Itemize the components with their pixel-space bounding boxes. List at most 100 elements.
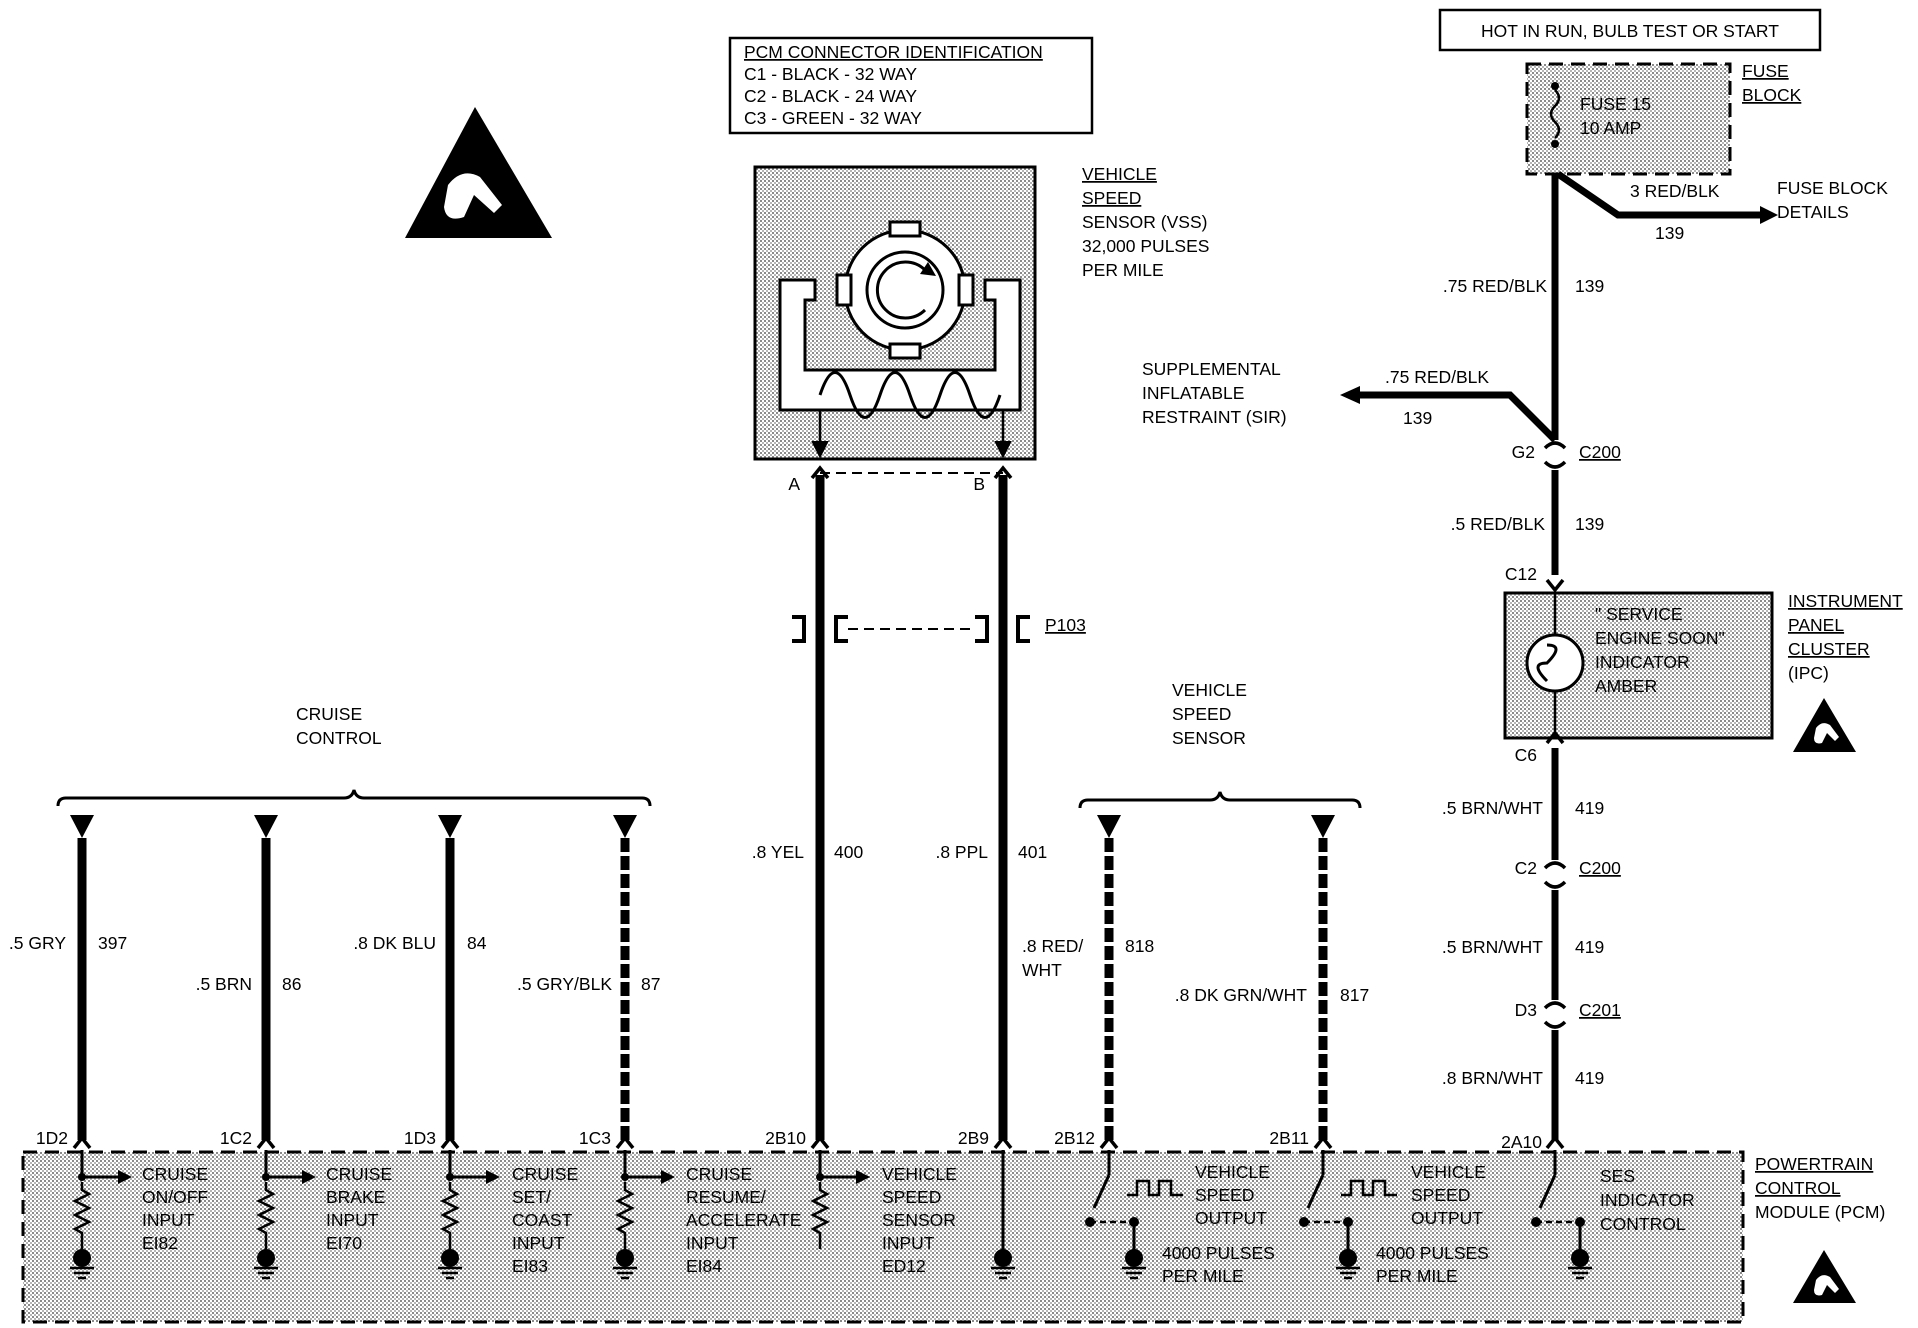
func-818: VEHICLE <box>1195 1162 1270 1182</box>
func-397-2: ON/OFF <box>142 1187 208 1207</box>
circuit-84: 84 <box>467 933 487 953</box>
ground-icon <box>1336 1266 1360 1280</box>
resistor-icon <box>440 1182 460 1249</box>
func-84-3: COAST <box>512 1210 573 1230</box>
switch-icon <box>1092 1174 1111 1209</box>
func-400-4: INPUT <box>882 1233 935 1253</box>
connector-id-c2: C2 - BLACK - 24 WAY <box>744 86 917 106</box>
output-circuit-818: VEHICLE SPEED OUTPUT 4000 PULSES PER MIL… <box>1085 1150 1275 1286</box>
vss-leads: A B P103 <box>788 465 1086 1140</box>
func-ses-2: INDICATOR <box>1600 1190 1695 1210</box>
func-87-3: ACCELERATE <box>686 1210 801 1230</box>
func-86-4: EI70 <box>326 1233 362 1253</box>
ground-icon <box>1568 1266 1592 1280</box>
resistor-icon <box>72 1182 92 1249</box>
fuse-details-label: FUSE BLOCK <box>1777 178 1888 198</box>
ses-feed-wire: C6 .5 BRN/WHT 419 C2 C200 .5 BRN/WHT 419… <box>1442 730 1621 1152</box>
ses-circuit-3: 419 <box>1575 1068 1604 1088</box>
func-87-5: EI84 <box>686 1256 722 1276</box>
pin-g2: G2 <box>1512 442 1535 462</box>
input-circuit-400: VEHICLE SPEED SENSOR INPUT ED12 <box>810 1150 957 1276</box>
pcm-name-3: MODULE (PCM) <box>1755 1202 1885 1222</box>
func-817-3: OUTPUT <box>1411 1208 1483 1228</box>
func-ses: SES <box>1600 1166 1635 1186</box>
func-84-2: SET/ <box>512 1187 551 1207</box>
vss-name: VEHICLE <box>1082 164 1157 184</box>
resistor-icon <box>810 1182 830 1249</box>
fuse-block-details-branch: 3 RED/BLK 139 FUSE BLOCK DETAILS <box>1556 171 1888 243</box>
output-circuit-ses: SES INDICATOR CONTROL <box>1531 1150 1695 1280</box>
func-87-4: INPUT <box>686 1233 739 1253</box>
func-400-3: SENSOR <box>882 1210 956 1230</box>
power-circuit-top: 139 <box>1575 276 1604 296</box>
pin-2b11: 2B11 <box>1269 1128 1309 1148</box>
ses-circuit-2: 419 <box>1575 937 1604 957</box>
func-818-2: SPEED <box>1195 1185 1254 1205</box>
func-400-5: ED12 <box>882 1256 926 1276</box>
pulse-icon <box>1341 1179 1397 1197</box>
func-86-3: INPUT <box>326 1210 379 1230</box>
connector-c201-icon <box>1543 1001 1567 1029</box>
ground-icon <box>991 1266 1015 1280</box>
fuse-name: FUSE 15 <box>1580 94 1651 114</box>
cruise-wire-397 <box>70 815 94 1150</box>
vss-pin-b: B <box>973 474 985 494</box>
vss-lead-pcm-pins <box>810 1135 1013 1150</box>
wire-color-84: .8 DK BLU <box>353 933 436 953</box>
pulse-817: 4000 PULSES <box>1376 1243 1489 1263</box>
pin-1d3: 1D3 <box>404 1128 436 1148</box>
pin-c2: C2 <box>1515 858 1537 878</box>
connector-p103-icon <box>792 615 848 643</box>
connector-p103: P103 <box>1045 615 1086 635</box>
input-circuit-397: CRUISE ON/OFF INPUT EI82 <box>70 1150 208 1280</box>
ipc-name-4: (IPC) <box>1788 663 1829 683</box>
wire-color-817: .8 DK GRN/WHT <box>1175 985 1308 1005</box>
vss-group-label-2: SPEED <box>1172 704 1231 724</box>
fuse-icon <box>1549 89 1561 139</box>
pulse-818-2: PER MILE <box>1162 1266 1244 1286</box>
circuit-817: 817 <box>1340 985 1369 1005</box>
vss-spec: 32,000 PULSES <box>1082 236 1209 256</box>
pin-1d2: 1D2 <box>36 1128 68 1148</box>
instrument-panel-cluster: " SERVICE ENGINE SOON" INDICATOR AMBER I… <box>1503 591 1903 740</box>
vss-name-2: SPEED <box>1082 188 1141 208</box>
sir-circuit: 139 <box>1403 408 1432 428</box>
pin-c6: C6 <box>1515 745 1537 765</box>
func-397-3: INPUT <box>142 1210 195 1230</box>
pin-2b9: 2B9 <box>958 1128 989 1148</box>
powertrain-control-module: POWERTRAIN CONTROL MODULE (PCM) <box>21 1150 1885 1324</box>
switch-icon <box>1538 1174 1557 1209</box>
ground-icon <box>70 1266 94 1280</box>
vss-spec-2: PER MILE <box>1082 260 1164 280</box>
connector-id-c1: C1 - BLACK - 32 WAY <box>744 64 917 84</box>
vss-group-label-3: SENSOR <box>1172 728 1246 748</box>
func-400-2: SPEED <box>882 1187 941 1207</box>
ses-circuit-1: 419 <box>1575 798 1604 818</box>
pulse-818: 4000 PULSES <box>1162 1243 1275 1263</box>
wire-labels: .5 GRY 397 .5 BRN 86 .8 DK BLU 84 .5 GRY… <box>9 842 1369 1005</box>
ipc-name: INSTRUMENT <box>1788 591 1903 611</box>
power-label-box: HOT IN RUN, BULB TEST OR START <box>1438 8 1822 52</box>
ses-indicator-label-2: ENGINE SOON" <box>1595 628 1725 648</box>
circuit-397: 397 <box>98 933 127 953</box>
func-84: CRUISE <box>512 1164 578 1184</box>
sir-wire: .75 RED/BLK <box>1385 367 1489 387</box>
vss-output-group: VEHICLE SPEED SENSOR <box>1078 680 1362 809</box>
resistor-icon <box>256 1182 276 1249</box>
fuse-details-circuit: 139 <box>1655 223 1684 243</box>
input-circuit-84: CRUISE SET/ COAST INPUT EI83 <box>438 1150 578 1280</box>
wire-color-401: .8 PPL <box>935 842 988 862</box>
func-86: CRUISE <box>326 1164 392 1184</box>
resistor-icon <box>615 1182 635 1249</box>
vss-group-label: VEHICLE <box>1172 680 1247 700</box>
cruise-wire-84 <box>438 815 462 1150</box>
pin-2a10: 2A10 <box>1501 1132 1542 1152</box>
cruise-wire-87 <box>613 815 637 1150</box>
func-397-4: EI82 <box>142 1233 178 1253</box>
ses-wire-1: .5 BRN/WHT <box>1442 798 1543 818</box>
pin-1c3: 1C3 <box>579 1128 611 1148</box>
pcm-name-2: CONTROL <box>1755 1178 1841 1198</box>
cruise-control-group: CRUISE CONTROL <box>56 704 652 807</box>
input-circuit-86: CRUISE BRAKE INPUT EI70 <box>254 1150 392 1280</box>
wire-color-818: .8 RED/ <box>1022 936 1083 956</box>
